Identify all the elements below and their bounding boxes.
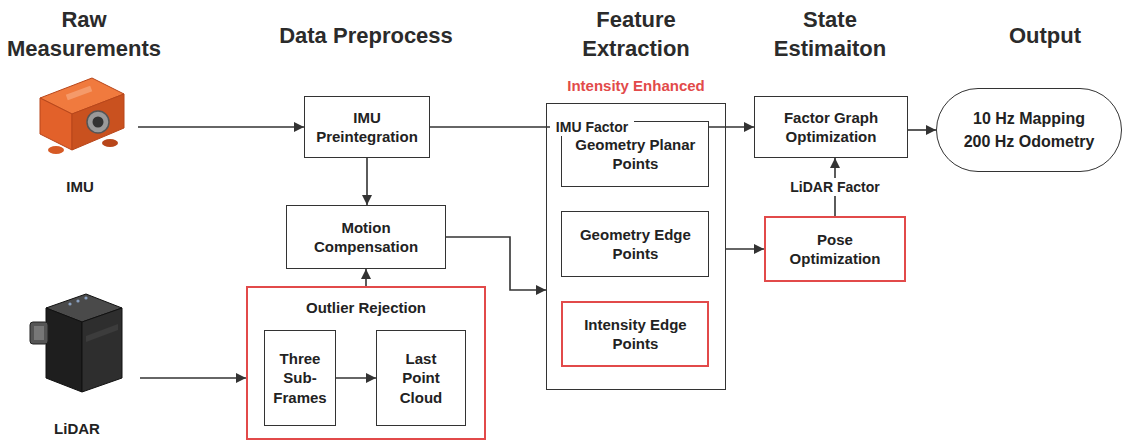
- figure-caption: IMU: [66, 177, 94, 197]
- lidar-dot: [84, 296, 87, 299]
- imu-logo-plate: [66, 86, 92, 101]
- node-text: Intensity Edge Points: [569, 315, 701, 354]
- node-text: Pose Optimization: [772, 230, 898, 269]
- column-header: Data Preprocess: [266, 22, 466, 51]
- imu-mount-tab: [48, 146, 64, 154]
- process-box: Factor Graph Optimization: [754, 96, 908, 158]
- group-heading: Intensity Enhanced: [527, 76, 745, 96]
- connector-arrow: [140, 377, 246, 379]
- connector-arrow: [336, 377, 376, 379]
- node-text: Factor Graph Optimization: [761, 108, 901, 147]
- sensor-figure: LiDAR: [22, 288, 132, 438]
- feature-box: Geometry Edge Points: [561, 211, 709, 277]
- node-text: Geometry Edge Points: [568, 225, 702, 264]
- feature-box: Intensity Edge Points: [561, 301, 709, 367]
- process-box: Motion Compensation: [286, 205, 446, 269]
- column-header: Output: [970, 22, 1120, 51]
- connector-arrow: [908, 129, 936, 131]
- column-header: Raw Measurements: [4, 6, 164, 63]
- output-terminal: 10 Hz Mapping200 Hz Odometry: [936, 88, 1122, 172]
- lidar-dot: [76, 299, 79, 302]
- lidar-front-face: [46, 308, 82, 392]
- imu-connector: [87, 111, 109, 133]
- node-text: Last Point Cloud: [387, 349, 455, 408]
- column-header: Feature Extraction: [561, 6, 711, 63]
- imu-connector-pin: [93, 117, 104, 128]
- node-text: 10 Hz Mapping: [973, 107, 1085, 130]
- sensor-figure: IMU: [28, 64, 132, 196]
- lidar-dot: [68, 302, 71, 305]
- node-text: Motion Compensation: [293, 218, 439, 257]
- node-text: IMU Preintegration: [311, 108, 423, 147]
- imu-side-face: [72, 94, 124, 150]
- node-text: 200 Hz Odometry: [964, 130, 1095, 153]
- connector-arrow: [138, 126, 304, 128]
- imu-illustration: [40, 78, 124, 154]
- node-text: Geometry Planar Points: [568, 135, 702, 174]
- connector-arrow: [365, 269, 367, 286]
- node-text: Three Sub-Frames: [269, 349, 331, 408]
- edge-label: IMU Factor: [550, 118, 634, 137]
- sub-process-box: Three Sub-Frames: [264, 330, 336, 426]
- process-box: IMU Preintegration: [304, 96, 430, 158]
- lidar-connector: [30, 322, 48, 344]
- figure-caption: LiDAR: [54, 419, 100, 439]
- lidar-illustration: [30, 294, 122, 392]
- imu-front-face: [40, 98, 72, 150]
- edge-label: LiDAR Factor: [784, 178, 885, 197]
- group-box: Outlier RejectionThree Sub-Frames Last Po…: [246, 286, 486, 440]
- lidar-stripe: [86, 324, 118, 342]
- connector-arrow: [366, 158, 368, 205]
- group-heading: Outlier Rejection: [248, 298, 484, 318]
- lidar-connector-socket: [34, 326, 44, 340]
- imu-mount-tab: [102, 139, 118, 147]
- sub-process-box: Last Point Cloud: [376, 330, 466, 426]
- connector-arrow: [446, 237, 546, 290]
- column-header: State Estimaiton: [755, 6, 905, 63]
- process-box: Pose Optimization: [764, 216, 906, 282]
- lidar-side-face: [82, 308, 122, 392]
- group-box: Intensity EnhancedGeometry Planar Points…: [546, 103, 726, 390]
- connector-arrow: [726, 248, 764, 250]
